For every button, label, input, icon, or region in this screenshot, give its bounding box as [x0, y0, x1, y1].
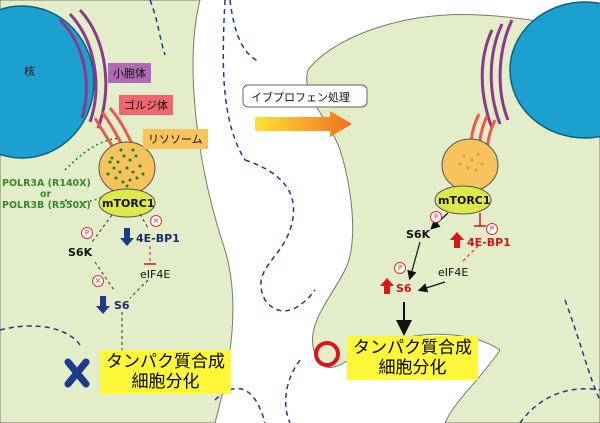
- left-s6-label: S6: [114, 299, 130, 312]
- left-outcome-line1: タンパク質合成: [106, 352, 225, 372]
- left-s6-down-arrow: [96, 296, 110, 314]
- left-er: [58, 8, 108, 129]
- right-s6-label: S6: [396, 282, 412, 295]
- nucleus-label: 核: [24, 65, 35, 78]
- right-eif4e-label: eIF4E: [438, 266, 469, 279]
- blocked-x-icon: [64, 358, 90, 388]
- left-mtorc1-label: mTORC1: [102, 197, 155, 210]
- left-edge-eif4e-s6: [129, 279, 149, 299]
- left-polr3-dots: [106, 148, 145, 188]
- right-s6-up-arrow: [380, 278, 394, 294]
- right-outcome-line2: 細胞分化: [378, 358, 447, 378]
- right-s6k-phospho-badge: P: [430, 211, 442, 223]
- right-4ebp1-phospho-badge: P: [486, 223, 498, 235]
- mutation-or-label: or: [40, 189, 52, 200]
- left-s6-inhibit-badge: ×: [92, 275, 104, 287]
- right-s6-phospho-badge: P: [394, 262, 406, 274]
- right-mtorc1: [434, 185, 492, 215]
- right-lysosome: [441, 138, 499, 192]
- golgi-label: ゴルジ体: [119, 95, 173, 115]
- right-edge-s6k-s6: [407, 241, 421, 281]
- mutation-a-label: POLR3A (R140X): [2, 178, 91, 189]
- left-4ebp1-label: 4E-BP1: [136, 232, 180, 245]
- right-mtorc1-label: mTORC1: [438, 194, 491, 207]
- right-edge-eif4e-s6: [417, 281, 446, 293]
- left-edge-mtorc1-4ebp1: [139, 213, 149, 229]
- mutation-b-label: POLR3B (R550X): [2, 200, 91, 211]
- left-outcome-line2: 細胞分化: [131, 372, 200, 392]
- left-4ebp1-down-arrow: [120, 228, 134, 246]
- left-outcome-box: タンパク質合成 細胞分化: [100, 350, 231, 394]
- left-s6k-label: S6K: [68, 246, 93, 259]
- right-4ebp1-up-arrow: [450, 232, 464, 248]
- left-nucleus: [0, 5, 95, 159]
- right-4ebp1-label: 4E-BP1: [467, 236, 511, 249]
- lysosome-label: リソソーム: [143, 129, 208, 149]
- right-nucleus: [509, 1, 600, 139]
- right-edge-4ebp1-eif4e: [461, 245, 479, 263]
- treatment-label: イブプロフェン処理: [251, 91, 350, 104]
- treatment-arrow: [255, 111, 352, 137]
- success-circle-icon: [314, 341, 340, 367]
- left-4ebp1-inhibit-badge: ×: [150, 215, 162, 227]
- left-eif4e-label: eIF4E: [140, 268, 171, 281]
- right-outcome-box: タンパク質合成 細胞分化: [347, 336, 478, 380]
- left-mtorc1: [98, 188, 156, 218]
- er-label: 小胞体: [108, 63, 151, 83]
- right-s6k-label: S6K: [406, 228, 431, 241]
- right-er: [480, 19, 514, 129]
- right-residual-dots: [458, 152, 484, 172]
- treatment-box: [242, 84, 368, 108]
- left-green-dotted-spread: [64, 137, 121, 171]
- left-s6k-phospho-badge: P: [81, 227, 93, 239]
- right-outcome-line1: タンパク質合成: [353, 338, 472, 358]
